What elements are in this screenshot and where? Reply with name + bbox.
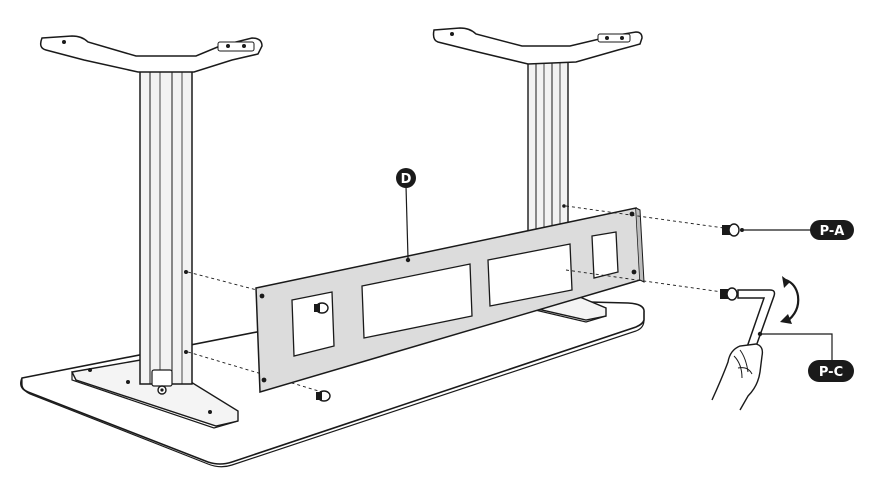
right-upper-screw (722, 223, 744, 237)
table-top (20, 297, 645, 468)
left-leg (139, 61, 193, 395)
clockwise-rotation-arrow-icon (780, 276, 800, 324)
callout-p-a-label: P-A (820, 224, 845, 239)
callout-p-c-label: P-C (819, 365, 843, 380)
right-lower-screw (720, 287, 738, 301)
allen-key-icon (737, 289, 776, 353)
callout-d-label: D (401, 172, 412, 187)
left-upper-screw (314, 302, 329, 314)
hand-icon (711, 343, 764, 411)
left-guide-lines (187, 271, 323, 393)
left-top-bracket (39, 35, 263, 73)
callout-p-a: P-A (744, 220, 854, 240)
right-guide-lines (565, 205, 725, 293)
left-lower-screw (316, 390, 331, 402)
callout-d: D (396, 168, 416, 259)
callout-p-c: P-C (757, 331, 854, 382)
panel-d (255, 207, 645, 393)
right-top-bracket (432, 27, 643, 65)
